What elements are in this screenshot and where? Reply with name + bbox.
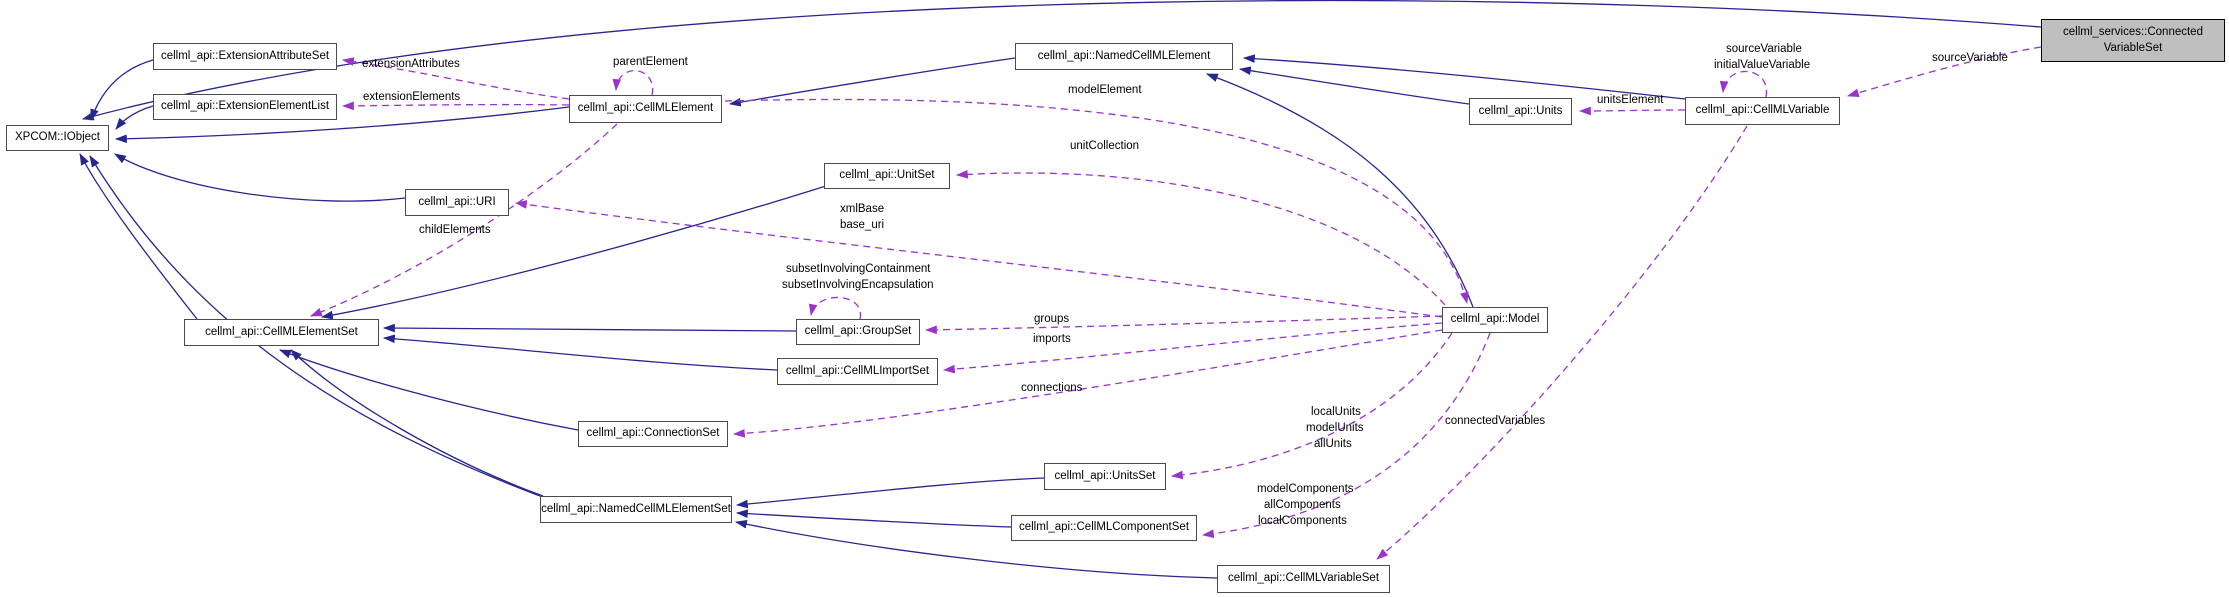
edge-label-model-to-uri-1: base_uri [840,219,885,231]
node-cellml-variable[interactable]: cellml_api::CellMLVariable [1685,97,1840,125]
node-model[interactable]: cellml_api::Model [1442,307,1548,333]
edge-label-variable-to-varset: connectedVariables [1445,415,1546,427]
edge-element-to-eel [341,101,570,111]
edge-model-to-named [1205,73,1474,308]
node-label: cellml_services::Connected [2063,25,2203,38]
node-label: cellml_api::ExtensionAttributeSet [160,49,330,62]
edge-element-self-loop [612,70,654,96]
node-label: cellml_api::CellMLImportSet [785,364,930,377]
node-cellml-element-set[interactable]: cellml_api::CellMLElementSet [184,319,379,346]
edge-importset-to-elementset [382,334,778,371]
edge-compset-to-namedset [735,509,1012,528]
edge-uri-to-iobject [114,153,406,202]
edge-label-model-to-unitset: unitCollection [1070,140,1140,152]
edge-model-to-unitset [955,170,1446,306]
node-cellml-component-set[interactable]: cellml_api::CellMLComponentSet [1011,515,1197,541]
node-units-set[interactable]: cellml_api::UnitsSet [1044,463,1166,490]
edge-label-variable-self-loop-1: initialValueVariable [1714,59,1811,71]
edge-element-to-eas [341,57,570,100]
node-group-set[interactable]: cellml_api::GroupSet [796,319,920,345]
node-unit-set[interactable]: cellml_api::UnitSet [824,163,950,189]
edge-eel-to-iobject [115,105,154,130]
edge-element-to-model [724,98,1469,305]
edge-label-element-self-loop: parentElement [613,56,688,68]
edge-units-to-named [1238,66,1470,105]
node-connection-set[interactable]: cellml_api::ConnectionSet [578,421,728,447]
edge-label-element-to-model: modelElement [1068,84,1142,96]
edge-groupset-self-loop [808,296,861,320]
edge-label-variable-to-units: unitsElement [1597,94,1664,106]
edge-label-model-to-unitsset-0: localUnits [1311,406,1361,418]
edge-varset-to-namedset [734,519,1218,579]
node-units[interactable]: cellml_api::Units [1469,98,1572,125]
edge-element-to-iobject [114,106,570,144]
node-extension-attribute-set[interactable]: cellml_api::ExtensionAttributeSet [153,43,337,70]
node-named-cellml-element[interactable]: cellml_api::NamedCellMLElement [1015,43,1233,70]
edge-model-to-compset [1201,332,1491,539]
edge-eas-to-iobject [90,59,154,122]
node-label: XPCOM::IObject [15,131,100,144]
node-label: cellml_api::Model [1450,313,1540,326]
node-extension-element-list[interactable]: cellml_api::ExtensionElementList [153,94,337,120]
node-label: cellml_api::GroupSet [804,325,912,338]
edge-label-model-to-unitsset-1: modelUnits [1306,422,1364,434]
edge-unitset-to-elementset [320,185,827,320]
edge-variable-self-loop [1719,70,1768,98]
edge-label-model-to-connset: connections [1021,382,1083,394]
node-label: cellml_api::ExtensionElementList [160,100,330,113]
node-iobject[interactable]: XPCOM::IObject [6,125,109,151]
node-label: cellml_api::ConnectionSet [586,427,720,440]
node-label: cellml_api::CellMLElementSet [205,325,358,338]
node-label: cellml_api::NamedCellMLElementSet [541,502,731,515]
edge-model-to-groupset [924,315,1443,335]
edge-label-model-to-compset-1: allComponents [1264,499,1341,511]
edge-element-to-elementset [309,123,618,317]
node-label: cellml_api::CellMLComponentSet [1018,521,1190,534]
node-label: cellml_api::Units [1478,104,1563,117]
node-cellml-variable-set[interactable]: cellml_api::CellMLVariableSet [1217,565,1390,593]
edge-namedset-to-elementset [290,349,544,497]
edge-model-to-importset [942,322,1443,374]
edge-named-to-element [728,57,1016,107]
edge-groupset-to-elementset [382,323,797,333]
node-label: cellml_api::CellMLElement [577,102,714,115]
edge-label-groupset-self-loop-0: subsetInvolvingContainment [786,263,931,275]
edge-label-model-to-compset-0: modelComponents [1257,483,1354,495]
edge-label-element-to-eel: extensionElements [363,91,461,103]
edge-variable-to-named [1242,54,1686,100]
node-named-cellml-element-set[interactable]: cellml_api::NamedCellMLElementSet [540,496,732,523]
edge-variable-to-varset [1376,125,1748,560]
edge-label-model-to-groupset: groups [1034,313,1070,325]
edge-cvs-to-variable [1846,46,2042,98]
edge-model-to-unitsset [1170,332,1453,480]
edge-elementset-to-iobject [79,153,198,320]
edge-label-model-to-compset-2: localComponents [1258,515,1347,527]
node-label: cellml_api::CellMLVariable [1695,104,1830,117]
edge-connset-to-elementset [278,349,579,431]
edge-label-element-to-elementset: childElements [419,224,491,236]
node-uri[interactable]: cellml_api::URI [405,189,509,216]
node-label: cellml_api::UnitsSet [1054,469,1156,482]
node-label: cellml_api::URI [418,195,496,208]
edge-label-model-to-unitsset-2: allUnits [1314,438,1352,450]
edge-label-element-to-eas: extensionAttributes [362,58,460,70]
edge-label-model-to-importset: imports [1033,333,1071,345]
node-label: VariableSet [2103,41,2163,54]
node-label: cellml_api::UnitSet [839,169,935,182]
edge-model-to-connset [732,329,1443,438]
edge-label-groupset-self-loop-1: subsetInvolvingEncapsulation [782,279,934,291]
edge-label-model-to-uri-0: xmlBase [840,203,885,215]
node-label: cellml_api::NamedCellMLElement [1037,49,1211,62]
edge-label-variable-self-loop-0: sourceVariable [1726,43,1802,55]
edge-namedset-to-iobject [89,155,541,497]
edge-model-to-uri [514,200,1443,318]
edge-variable-to-units [1578,106,1686,116]
node-label: cellml_api::CellMLVariableSet [1227,572,1380,585]
node-cellml-element[interactable]: cellml_api::CellMLElement [569,95,722,123]
edge-label-cvs-to-variable: sourceVariable [1932,52,2008,64]
edge-unitsset-to-namedset [735,477,1045,509]
node-cellml-import-set[interactable]: cellml_api::CellMLImportSet [777,358,938,385]
